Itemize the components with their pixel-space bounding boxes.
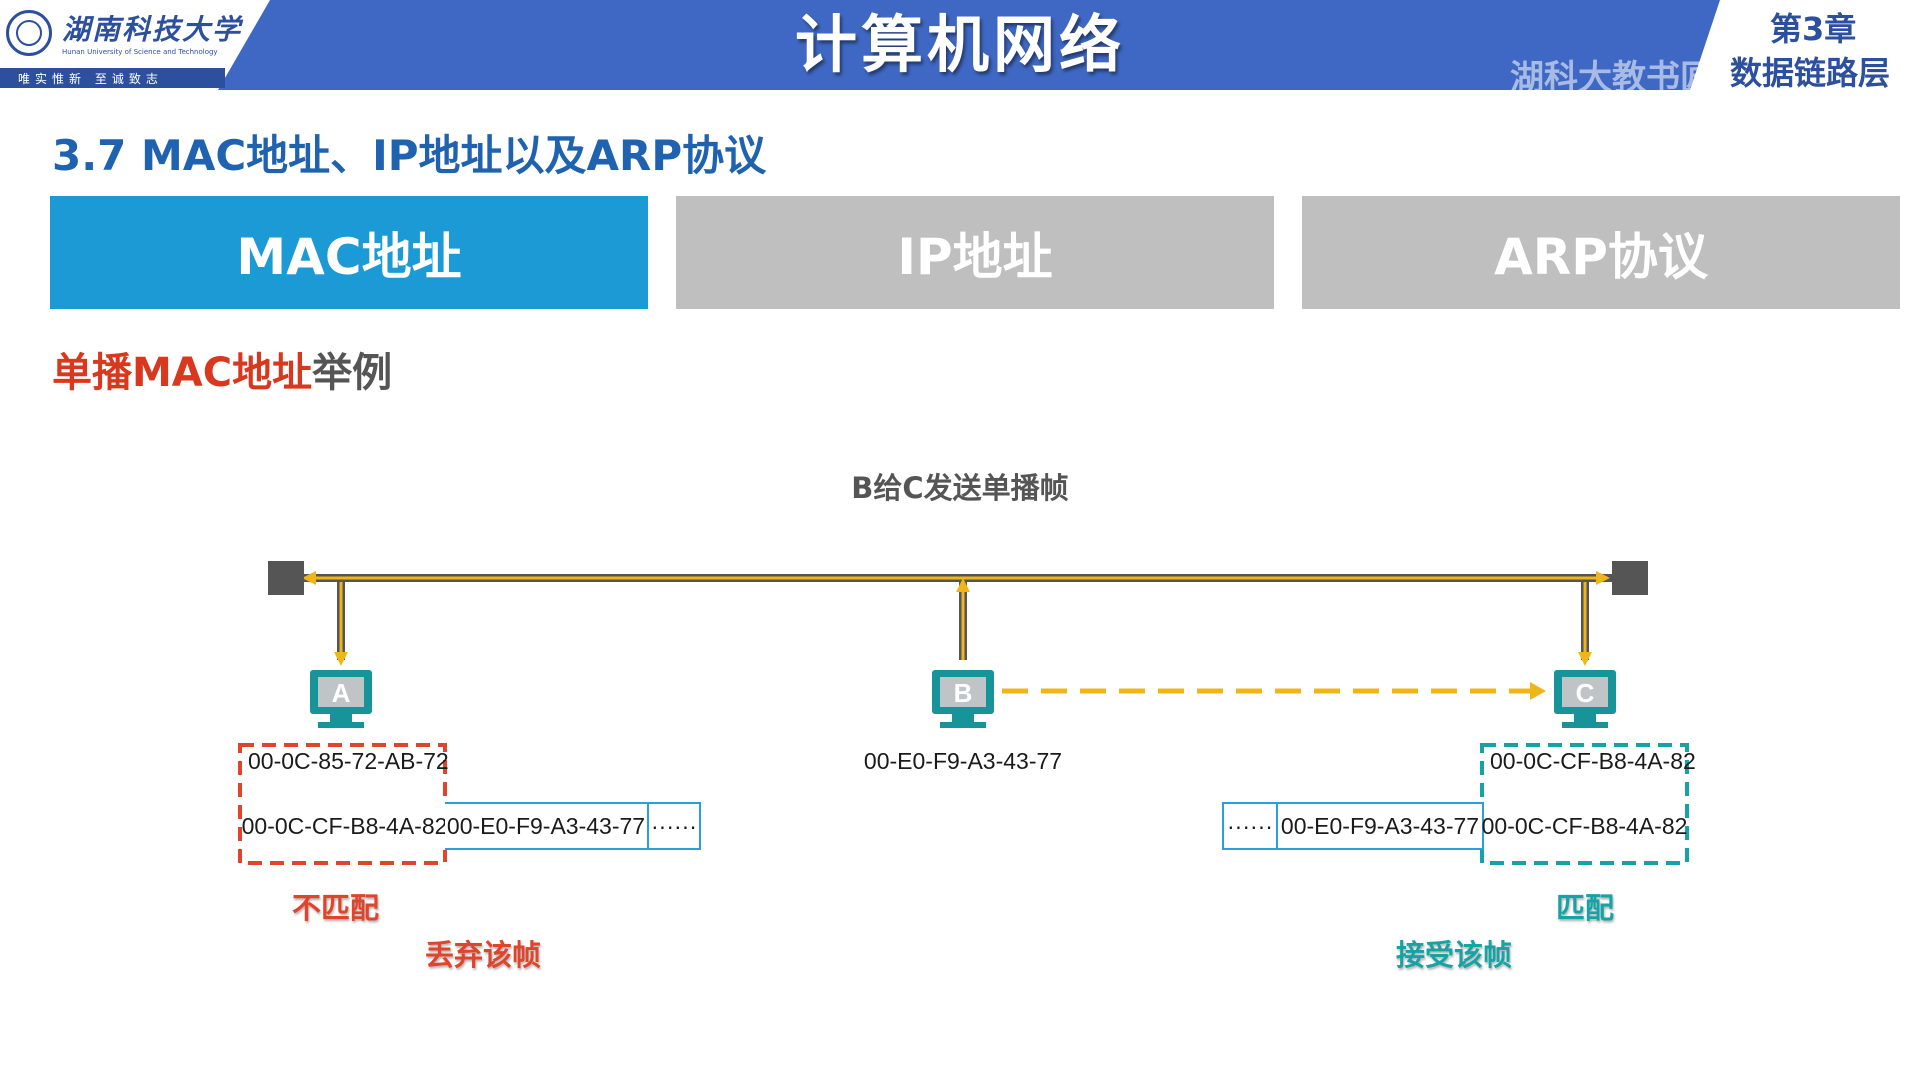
frame-a-dest-mac: 00-0C-CF-B8-4A-82 [242,802,447,850]
frame-a-src-mac: 00-E0-F9-A3-43-77 [445,802,649,850]
host-c-letter: C [1576,678,1595,708]
host-a-action: 丢弃该帧 [425,938,542,972]
unicast-arrow-head-icon [1530,682,1546,700]
course-title: 计算机网络 [794,8,1125,81]
drop-line-a [334,582,348,666]
host-b-letter: B [954,678,973,708]
host-b-computer-icon [932,670,994,728]
host-a-computer-icon [310,670,372,728]
host-c-match-box [1480,743,1689,865]
host-c-match-result: 匹配 [1556,891,1615,925]
subtitle-rest: 举例 [312,350,393,396]
diagram-caption: B给C发送单播帧 [851,471,1069,505]
chapter-name: 数据链路层 [1730,54,1891,92]
bus-terminator-left-icon [268,561,304,595]
host-c-mac: 00-0C-CF-B8-4A-82 [1490,748,1696,774]
frame-c-dest-mac: 00-0C-CF-B8-4A-82 [1482,802,1687,850]
tab-ip-address[interactable]: IP地址 [676,196,1274,309]
frame-c-payload: ······ [1222,802,1276,850]
section-title: 3.7 MAC地址、IP地址以及ARP协议 [52,131,767,180]
subtitle-highlight: 单播MAC地址 [52,350,313,396]
logo-motto-strip [0,68,225,88]
header-bar [0,0,1920,90]
drop-line-b [956,578,970,660]
chapter-panel [1690,0,1920,90]
host-c-action: 接受该帧 [1396,938,1513,972]
university-seal-icon [6,10,52,56]
frame-c-src-mac: 00-E0-F9-A3-43-77 [1276,802,1484,850]
bus-line [300,571,1612,585]
university-motto: 唯实惟新 至诚致志 [18,72,163,86]
host-a-letter: A [332,678,351,708]
tab-arp-protocol[interactable]: ARP协议 [1302,196,1900,309]
university-english-name: Hunan University of Science and Technolo… [62,48,218,56]
frame-at-host-a: 00-0C-CF-B8-4A-82 00-E0-F9-A3-43-77 ····… [242,802,701,850]
host-a-mac: 00-0C-85-72-AB-72 [248,748,449,774]
tab-mac-address[interactable]: MAC地址 [50,196,648,309]
chapter-number: 第3章 [1770,10,1857,48]
drop-line-c [1578,582,1592,666]
slide-subtitle: 单播MAC地址举例 [52,340,392,398]
bus-terminator-right-icon [1612,561,1648,595]
university-seal-inner-icon [16,20,42,46]
host-b-mac: 00-E0-F9-A3-43-77 [863,748,1063,774]
watermark: 湖科大教书匠 [1510,58,1714,98]
host-a-match-result: 不匹配 [292,891,380,925]
host-c-computer-icon [1554,670,1616,728]
frame-a-payload: ······ [649,802,701,850]
frame-at-host-c: ······ 00-E0-F9-A3-43-77 00-0C-CF-B8-4A-… [1222,802,1687,850]
university-name: 湖南科技大学 [62,13,243,46]
